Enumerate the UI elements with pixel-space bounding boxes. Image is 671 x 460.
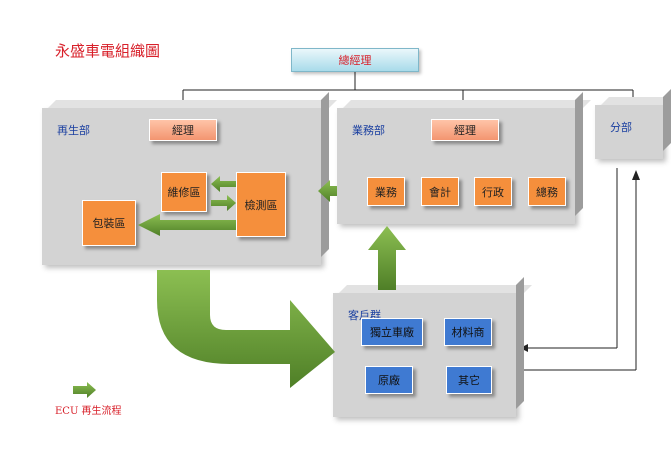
legend-label: ECU 再生流程	[55, 406, 122, 417]
original-manufacturer-box: 原廠	[365, 366, 413, 394]
sales-to-regen-arrow	[318, 180, 337, 202]
general-manager-box: 總經理	[291, 48, 419, 72]
branch-panel: 分部	[595, 105, 663, 159]
customer-group-panel: 客戶群	[333, 293, 516, 417]
chart-title: 永盛車電組織圖	[55, 42, 161, 60]
material-supplier-box: 材料商	[444, 318, 492, 346]
sales-department-label: 業務部	[352, 124, 385, 137]
branch-label: 分部	[610, 121, 632, 134]
regen-to-customers-arrow	[157, 270, 335, 388]
repair-to-inspect-arrow	[211, 195, 236, 211]
legend-arrow	[73, 382, 96, 398]
inspection-area-box: 檢測區	[236, 172, 286, 237]
sales-manager-box: 經理	[431, 119, 499, 141]
repair-area-box: 維修區	[161, 172, 207, 212]
other-customer-box: 其它	[446, 366, 492, 394]
inspect-to-packing-arrow	[138, 214, 236, 236]
regen-department-label: 再生部	[57, 124, 90, 137]
customers-to-sales-arrow	[368, 226, 406, 290]
administration-unit-box: 行政	[474, 177, 512, 206]
inspect-to-repair-arrow	[211, 176, 236, 192]
general-affairs-unit-box: 總務	[528, 177, 566, 206]
packing-area-box: 包裝區	[82, 200, 136, 246]
independent-garage-box: 獨立車廠	[361, 318, 423, 346]
regen-manager-box: 經理	[149, 119, 217, 141]
accounting-unit-box: 會計	[421, 177, 459, 206]
sales-unit-box: 業務	[367, 177, 405, 206]
